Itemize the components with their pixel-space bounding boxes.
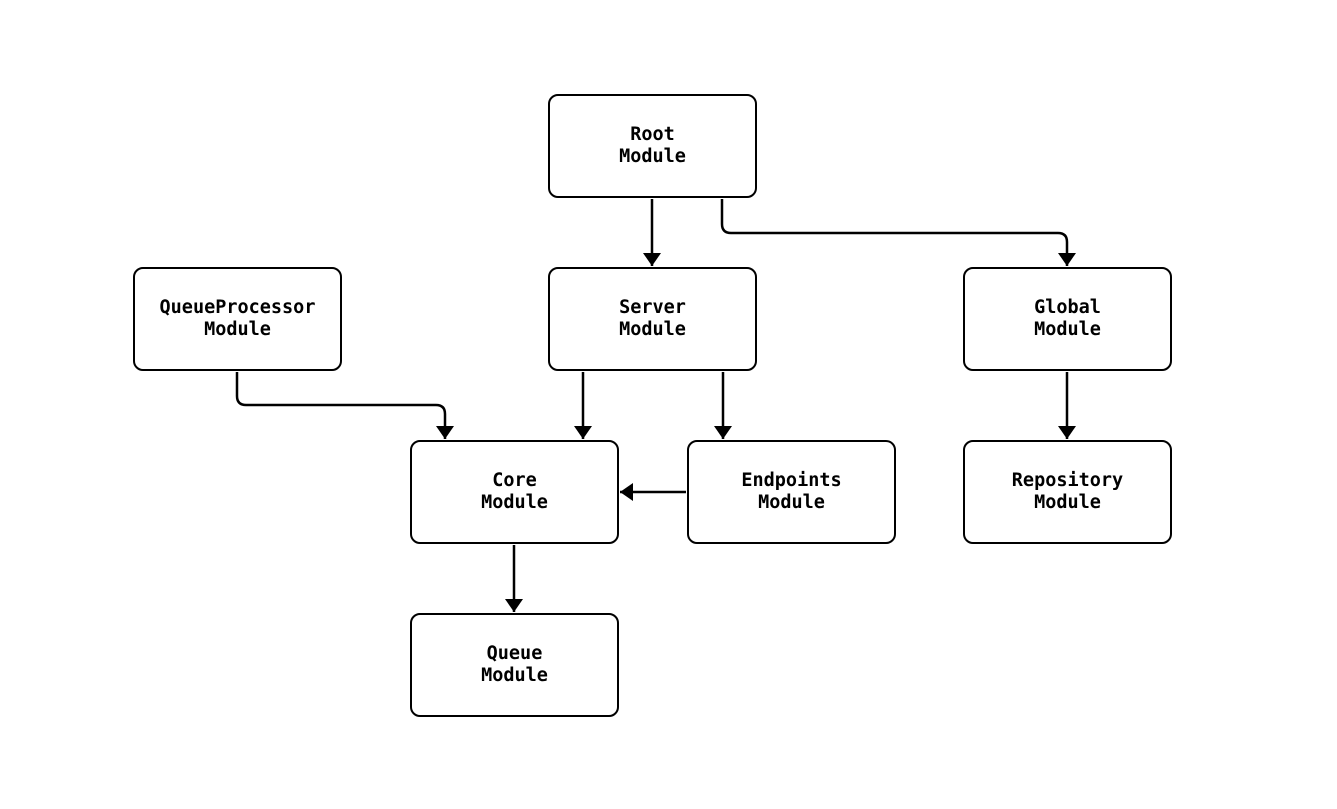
node-label-line: QueueProcessor [159, 297, 316, 318]
node-label-line: Endpoints [741, 470, 842, 491]
node-label-line: Global [1034, 297, 1101, 318]
node-label-line: Module [1034, 492, 1101, 513]
node-label-line: Module [204, 319, 271, 340]
node-label-line: Queue [486, 643, 543, 664]
node-label-line: Module [619, 146, 686, 167]
edge-root-to-global [720, 199, 1076, 266]
node-label-line: Module [481, 665, 548, 686]
node-label-line: Repository [1011, 470, 1124, 491]
node-label-line: Module [758, 492, 825, 513]
node-label-line: Module [619, 319, 686, 340]
edge-group [235, 199, 1076, 612]
edge-queueprocessor-to-core [235, 372, 454, 439]
node-label-line: Module [481, 492, 548, 513]
node-label-line: Root [630, 124, 675, 145]
node-label-line: Core [492, 470, 537, 491]
node-label-line: Server [619, 297, 686, 318]
node-label-line: Module [1034, 319, 1101, 340]
